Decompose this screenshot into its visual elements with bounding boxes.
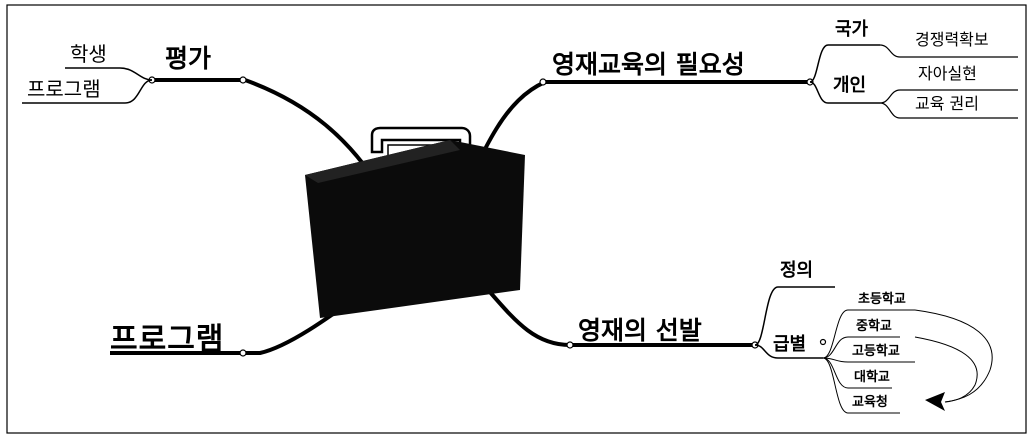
need-child-nation: 국가 <box>835 19 869 40</box>
need-child-individual: 개인 <box>833 75 867 96</box>
individual-self-actualization: 자아실현 <box>918 64 977 83</box>
eval-child-program: 프로그램 <box>27 77 101 101</box>
level-middle: 중학교 <box>856 319 892 334</box>
selection-child-definition: 정의 <box>780 260 814 281</box>
eval-child-student: 학생 <box>70 42 107 66</box>
selection-child-level: 급별 <box>773 334 807 355</box>
level-education-office: 교육청 <box>852 395 888 410</box>
diagram-frame <box>6 4 1027 434</box>
branch-label-eval: 평가 <box>165 44 212 73</box>
branch-label-selection: 영재의 선발 <box>578 316 702 345</box>
nation-competitiveness: 경쟁력확보 <box>915 30 989 49</box>
briefcase-icon <box>305 126 525 318</box>
level-university: 대학교 <box>854 370 890 385</box>
individual-education-right: 교육 권리 <box>915 94 979 113</box>
branch-label-program: 프로그램 <box>110 322 225 357</box>
level-high: 고등학교 <box>852 344 900 359</box>
branch-label-need: 영재교육의 필요성 <box>552 50 745 79</box>
level-elementary: 초등학교 <box>858 292 906 307</box>
arrow-head-icon <box>925 392 945 411</box>
